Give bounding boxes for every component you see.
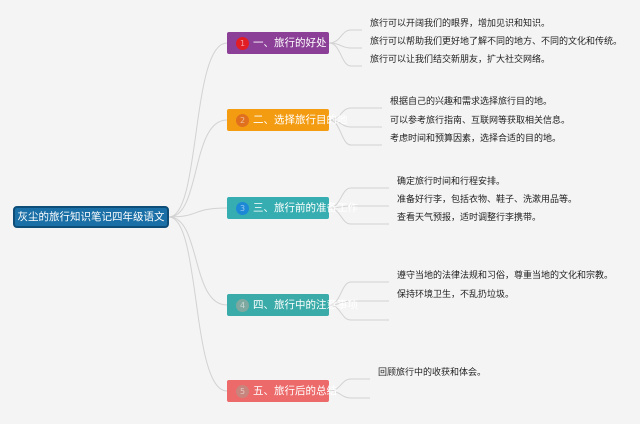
- number-badge-icon: 4: [236, 298, 249, 312]
- leaf-topic[interactable]: 回顾旅行中的收获和体会。: [378, 368, 487, 378]
- branch-leaf-connector: [328, 300, 389, 306]
- branch-leaf-connector: [328, 29, 362, 44]
- root-branch-connector: [168, 42, 228, 218]
- number-badge-icon: 3: [236, 201, 249, 215]
- leaf-topic[interactable]: 查看天气预报，适时调整行李携带。: [397, 213, 542, 223]
- branch-topic-label: 二、选择旅行目的地: [253, 114, 348, 126]
- leaf-topic[interactable]: 旅行可以开阔我们的眼界，增加见识和知识。: [370, 19, 551, 29]
- leaf-topic[interactable]: 准备好行李，包括衣物、鞋子、洗漱用品等。: [397, 195, 578, 205]
- leaf-topic[interactable]: 可以参考旅行指南、互联网等获取相关信息。: [390, 116, 571, 126]
- leaf-topic[interactable]: 旅行可以让我们结交新朋友，扩大社交网络。: [370, 55, 551, 65]
- branch-leaf-connector: [328, 378, 370, 392]
- branch-leaf-connector: [328, 304, 389, 321]
- number-badge-icon: 1: [236, 36, 249, 50]
- root-topic-label: 灰尘的旅行知识笔记四年级语文: [17, 211, 165, 223]
- leaf-topic[interactable]: 旅行可以帮助我们更好地了解不同的地方、不同的文化和传统。: [370, 37, 623, 47]
- branch-leaf-connector: [328, 42, 362, 67]
- branch-topic-3[interactable]: 3 三、旅行前的准备工作: [227, 197, 358, 219]
- branch-leaf-connector: [328, 207, 389, 225]
- leaf-topic[interactable]: 确定旅行时间和行程安排。: [397, 177, 506, 187]
- branch-topic-4[interactable]: 4 四、旅行中的注意事项: [227, 294, 358, 316]
- branch-topic-label: 一、旅行的好处: [253, 37, 327, 49]
- root-branch-connector: [168, 119, 228, 218]
- branch-leaf-connector: [328, 281, 389, 306]
- branch-leaf-connector: [328, 390, 370, 399]
- leaf-topic[interactable]: 遵守当地的法律法规和习俗，尊重当地的文化和宗教。: [397, 271, 614, 281]
- leaf-topic[interactable]: 考虑时间和预算因素，选择合适的目的地。: [390, 134, 562, 144]
- branch-leaf-connector: [328, 107, 382, 121]
- branch-leaf-connector: [328, 187, 389, 209]
- branch-topic-1[interactable]: 1 一、旅行的好处: [227, 32, 329, 54]
- leaf-topic[interactable]: 根据自己的兴趣和需求选择旅行目的地。: [390, 97, 553, 107]
- branch-leaf-connector: [328, 205, 389, 209]
- branch-leaf-connector: [328, 119, 382, 146]
- number-badge-icon: 2: [236, 113, 249, 127]
- branch-topic-label: 三、旅行前的准备工作: [253, 202, 358, 214]
- root-branch-connector: [168, 216, 228, 306]
- leaf-topic[interactable]: 保持环境卫生，不乱扔垃圾。: [397, 290, 515, 300]
- root-topic[interactable]: 灰尘的旅行知识笔记四年级语文: [13, 206, 169, 228]
- branch-leaf-connector: [328, 42, 362, 49]
- branch-topic-2[interactable]: 2 二、选择旅行目的地: [227, 109, 348, 131]
- branch-topic-5[interactable]: 5 五、旅行后的总结: [227, 380, 337, 402]
- branch-topic-label: 四、旅行中的注意事项: [253, 299, 358, 311]
- branch-topic-label: 五、旅行后的总结: [253, 385, 337, 397]
- number-badge-icon: 5: [236, 384, 249, 398]
- root-branch-connector: [168, 207, 228, 218]
- root-branch-connector: [168, 216, 228, 392]
